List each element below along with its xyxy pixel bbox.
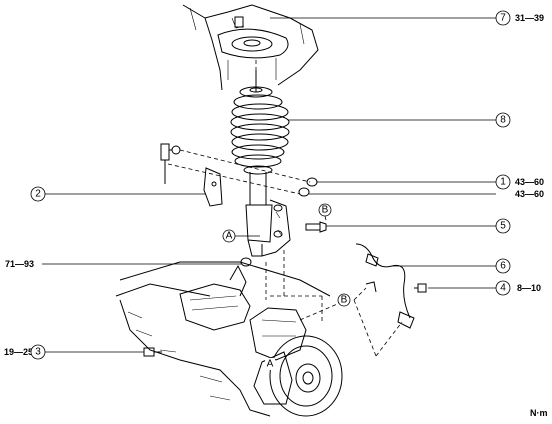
- sensor-bolt-drawing: [414, 283, 427, 293]
- ref-a-upper-letter: A: [226, 231, 233, 242]
- abs-sensor-drawing: [355, 243, 415, 329]
- callout-5: 5: [495, 218, 511, 234]
- ref-a-lower-letter: A: [267, 359, 274, 370]
- callout-2-number: 2: [35, 189, 41, 200]
- coil-spring-drawing: [230, 70, 290, 175]
- unit-label: N·m: [530, 408, 548, 418]
- ref-a-lower: A: [265, 358, 275, 370]
- callout-7: 7 31—39: [495, 10, 544, 26]
- callout-8-number: 8: [500, 115, 506, 126]
- callout-1-number: 1: [500, 177, 506, 188]
- callout-7-number: 7: [500, 13, 506, 24]
- callout-1-torque: 43—60: [515, 177, 544, 187]
- ref-b-upper: B: [318, 203, 332, 217]
- callout-6: 6: [495, 258, 511, 274]
- ref-a-upper: A: [222, 229, 236, 243]
- bolt3-drawing: [143, 347, 162, 357]
- callout-6-number: 6: [500, 261, 506, 272]
- callout-8: 8: [495, 112, 511, 128]
- callout-2: 2: [30, 186, 46, 202]
- callout-7-torque: 31—39: [515, 13, 544, 23]
- bolt-drawing: [305, 221, 327, 233]
- callout-4-number: 4: [500, 283, 506, 294]
- callout-3-number: 3: [35, 347, 41, 358]
- assembly-dashed-lines: [167, 60, 403, 357]
- shock-absorber-drawing: [245, 172, 291, 257]
- nuts-drawing: [240, 177, 318, 267]
- callout-5-number: 5: [500, 221, 506, 232]
- stabilizer-link-drawing: [160, 143, 181, 184]
- ref-b-lower: B: [337, 293, 351, 307]
- callout-3-torque: 19—25: [4, 347, 33, 357]
- nut-right-torque: 43—60: [515, 189, 544, 199]
- callout-3: 19—25 3: [4, 344, 46, 360]
- knuckle-hub-drawing: [115, 261, 343, 417]
- strut-tower-drawing: [182, 4, 319, 91]
- ref-b-lower-letter: B: [341, 295, 348, 306]
- leader-lines: [42, 17, 496, 353]
- ref-b-upper-letter: B: [322, 205, 329, 216]
- callout-4-torque: 8—10: [517, 283, 541, 293]
- nut-left-torque: 71—93: [5, 259, 34, 269]
- bracket-drawing: [203, 167, 223, 207]
- callout-1: 1 43—60: [495, 174, 544, 190]
- callout-4: 4 8—10: [495, 280, 541, 296]
